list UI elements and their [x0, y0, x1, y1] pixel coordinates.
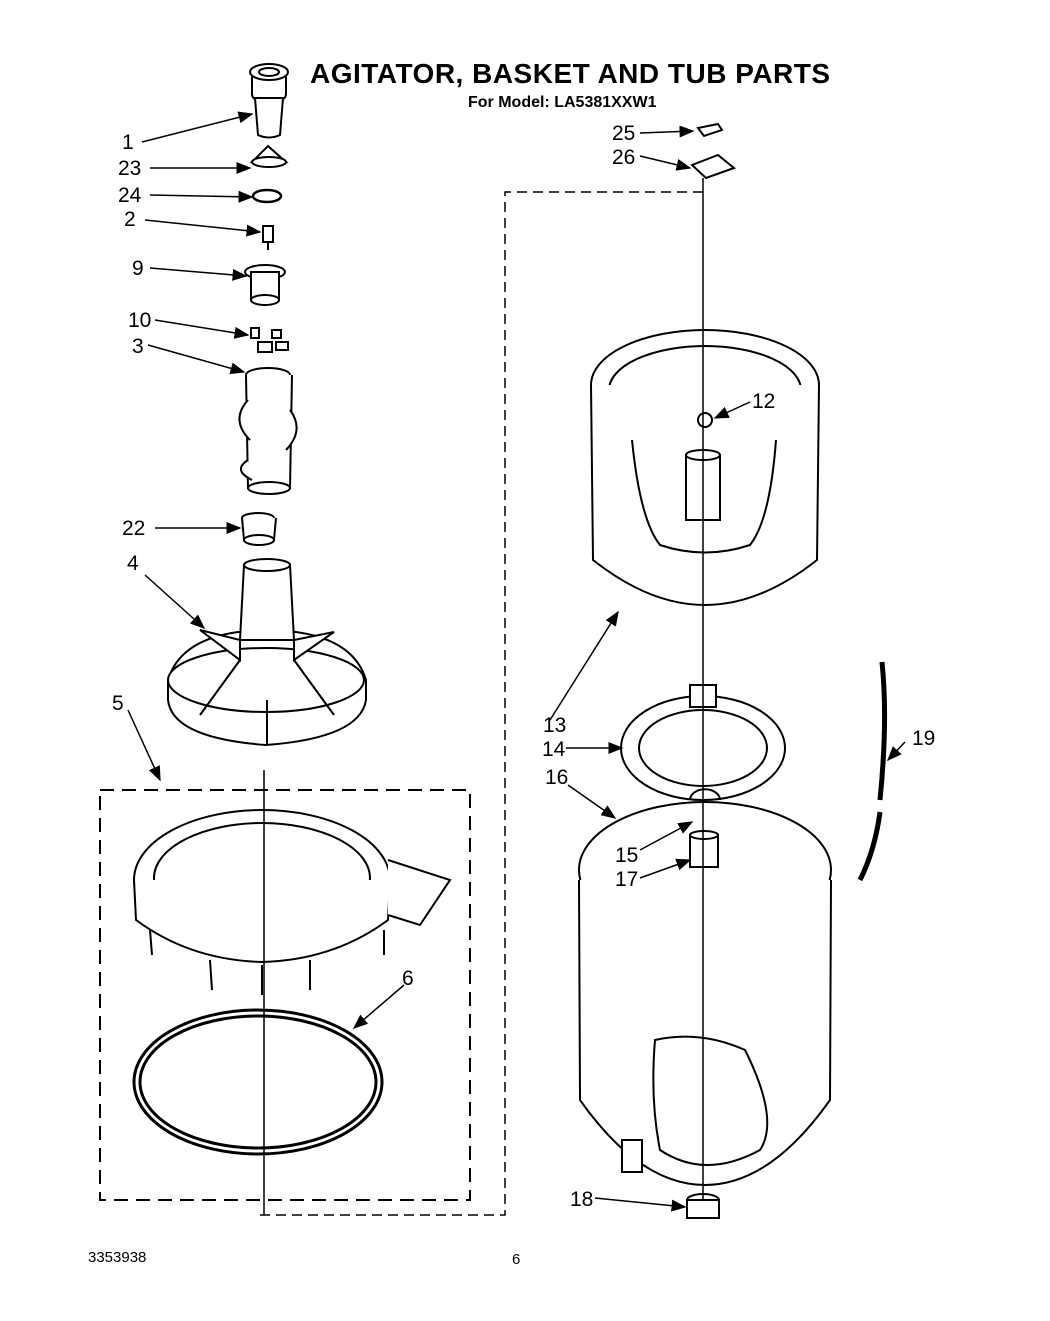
part-bolt	[262, 225, 274, 250]
callout-2: 2	[124, 208, 136, 231]
document-number: 3353938	[88, 1249, 147, 1266]
part-agitator-base	[167, 558, 367, 747]
callout-15: 15	[615, 844, 638, 867]
callout-24: 24	[118, 184, 142, 207]
callout-25: 25	[612, 122, 635, 145]
callout-22: 22	[122, 517, 145, 540]
part-agitator-sleeve	[241, 512, 277, 546]
callout-18: 18	[570, 1188, 593, 1211]
callout-leaders	[127, 111, 906, 1212]
part-agitator-barrel	[238, 367, 298, 495]
part-seal-ring	[251, 188, 283, 204]
callout-17: 17	[615, 868, 638, 891]
callout-4: 4	[127, 552, 139, 575]
part-agitator-cap	[249, 63, 289, 139]
callout-5: 5	[112, 692, 124, 715]
callout-12: 12	[752, 390, 775, 413]
kit-group-box	[99, 789, 471, 1201]
callout-6: 6	[402, 967, 414, 990]
part-bracket	[690, 153, 737, 180]
part-hose	[857, 661, 888, 882]
part-dog-cam	[244, 264, 286, 306]
callout-19: 19	[912, 727, 935, 750]
callout-16: 16	[545, 766, 568, 789]
part-tub-seal	[132, 1008, 384, 1156]
assembly-bracket-line	[258, 191, 703, 1216]
part-basket-nut	[697, 412, 713, 428]
part-tub	[578, 801, 832, 1187]
callout-13: 13	[543, 714, 566, 737]
part-tub-ring	[133, 809, 452, 995]
part-dogs	[250, 327, 289, 353]
part-drive-block	[689, 830, 719, 868]
callout-9: 9	[132, 257, 144, 280]
callout-10: 10	[128, 309, 151, 332]
callout-14: 14	[542, 738, 566, 761]
part-cam	[249, 144, 289, 168]
callout-26: 26	[612, 146, 635, 169]
callout-1: 1	[122, 131, 134, 154]
part-retaining-ring	[689, 788, 721, 801]
part-basket	[590, 329, 820, 607]
model-subtitle: For Model: LA5381XXW1	[468, 94, 657, 111]
callout-3: 3	[132, 335, 144, 358]
page-number: 6	[512, 1251, 521, 1268]
page-title: AGITATOR, BASKET AND TUB PARTS	[310, 58, 831, 89]
callout-23: 23	[118, 157, 141, 180]
part-clip	[696, 122, 724, 138]
